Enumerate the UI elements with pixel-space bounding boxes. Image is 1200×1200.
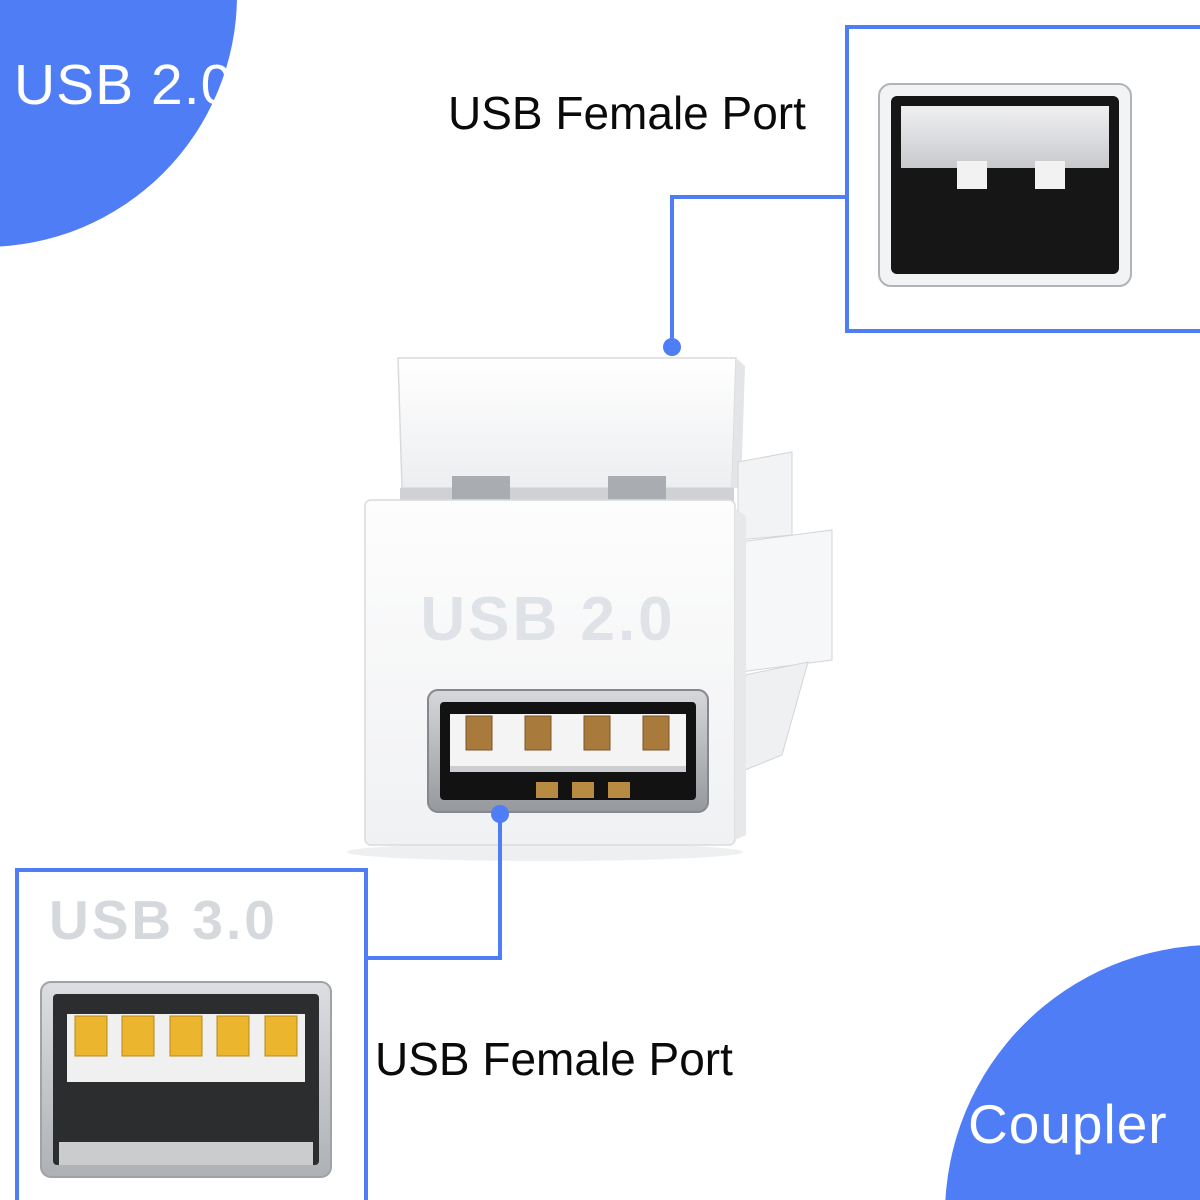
coupler-body-side bbox=[735, 508, 746, 840]
usb2-port-inset bbox=[845, 25, 1200, 333]
usb2-port-closeup-icon bbox=[878, 83, 1132, 287]
top-left-corner-shape bbox=[0, 0, 237, 247]
usb3-printed-label: USB 3.0 bbox=[49, 889, 278, 951]
usb2-port-icon bbox=[427, 689, 709, 813]
port-lower-lip bbox=[59, 1142, 313, 1165]
coupler-slot-right bbox=[608, 476, 666, 502]
clip-top-tab bbox=[737, 451, 793, 541]
port-pin bbox=[216, 1015, 250, 1057]
usb3-port-inset: USB 3.0 bbox=[15, 868, 368, 1200]
coupler-top-piece bbox=[397, 357, 737, 489]
port-pin bbox=[169, 1015, 203, 1057]
port-pin bbox=[121, 1015, 155, 1057]
clip-lower-arm bbox=[739, 661, 809, 773]
usb-coupler-icon: USB 2.0 bbox=[347, 357, 833, 861]
clip-flange bbox=[739, 529, 833, 673]
usb3-port-closeup-icon bbox=[40, 981, 332, 1178]
port-pin bbox=[74, 1015, 108, 1057]
bottom-port-label: USB Female Port bbox=[375, 1033, 733, 1085]
port-pin bbox=[264, 1015, 298, 1057]
top-port-label: USB Female Port bbox=[448, 87, 806, 139]
usb2-corner-badge: USB 2.0 bbox=[14, 53, 234, 117]
coupler-top-side bbox=[732, 358, 745, 488]
bottom-right-corner-shape bbox=[945, 945, 1200, 1200]
port-tongue bbox=[901, 106, 1109, 168]
product-printed-label: USB 2.0 bbox=[420, 585, 675, 654]
top-callout-line bbox=[670, 195, 845, 345]
coupler-corner-badge: Coupler bbox=[968, 1093, 1168, 1155]
port-contact-left bbox=[957, 161, 987, 189]
coupler-slot-left bbox=[452, 476, 510, 502]
port-contact-right bbox=[1035, 161, 1065, 189]
usb-coupler-product: USB 2.0 bbox=[340, 330, 860, 870]
